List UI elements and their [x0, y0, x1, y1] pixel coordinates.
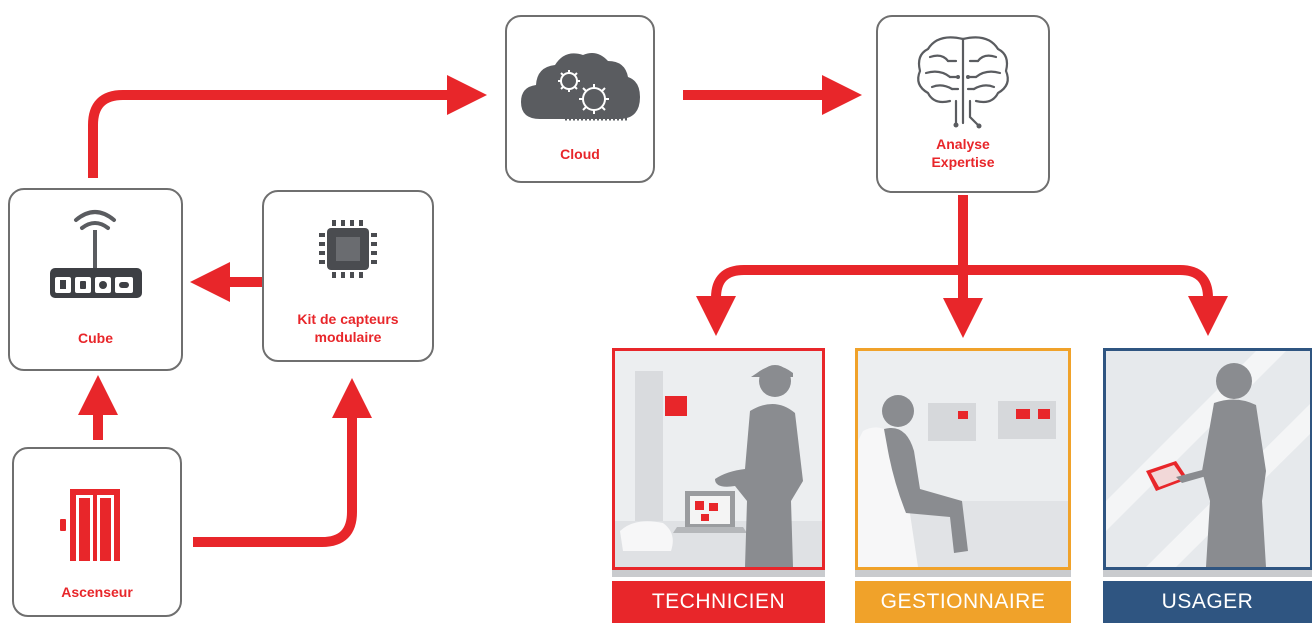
technicien-shelf — [612, 570, 825, 577]
cube-node[interactable]: Cube — [8, 188, 183, 371]
ascenseur-label: Ascenseur — [61, 584, 133, 600]
brain-circuit-icon — [878, 27, 1048, 140]
arrow-cube-to-cloud — [88, 75, 487, 178]
analyse-expertise-label: Analyse Expertise — [931, 136, 995, 170]
chip-icon — [264, 214, 432, 289]
cloud-label: Cloud — [560, 146, 600, 162]
cloud-node[interactable]: Cloud — [505, 15, 655, 183]
kit-capteurs-label: Kit de capteurs modulaire — [297, 311, 399, 345]
arrow-to-usager — [963, 265, 1228, 336]
analyse-expertise-node[interactable]: Analyse Expertise — [876, 15, 1050, 193]
gestionnaire-label[interactable]: GESTIONNAIRE — [855, 581, 1071, 623]
gestionnaire-shelf — [855, 570, 1071, 577]
arrow-to-technicien — [696, 265, 963, 336]
kit-capteurs-node[interactable]: Kit de capteurs modulaire — [262, 190, 434, 362]
router-wifi-icon — [10, 204, 181, 319]
technician-with-laptop — [615, 351, 822, 567]
gestionnaire-panel[interactable] — [855, 348, 1071, 570]
cloud-gears-icon — [507, 39, 653, 134]
technicien-label[interactable]: TECHNICIEN — [612, 581, 825, 623]
technicien-panel[interactable] — [612, 348, 825, 570]
arrow-ascenseur-to-kit — [193, 378, 372, 547]
usager-label[interactable]: USAGER — [1103, 581, 1312, 623]
usager-panel[interactable] — [1103, 348, 1312, 570]
usager-shelf — [1103, 570, 1312, 577]
user-with-tablet — [1106, 351, 1310, 567]
ascenseur-node[interactable]: Ascenseur — [12, 447, 182, 617]
elevator-doors-icon — [14, 481, 180, 568]
manager-seated-at-screens — [858, 351, 1068, 567]
cube-label: Cube — [78, 330, 113, 346]
